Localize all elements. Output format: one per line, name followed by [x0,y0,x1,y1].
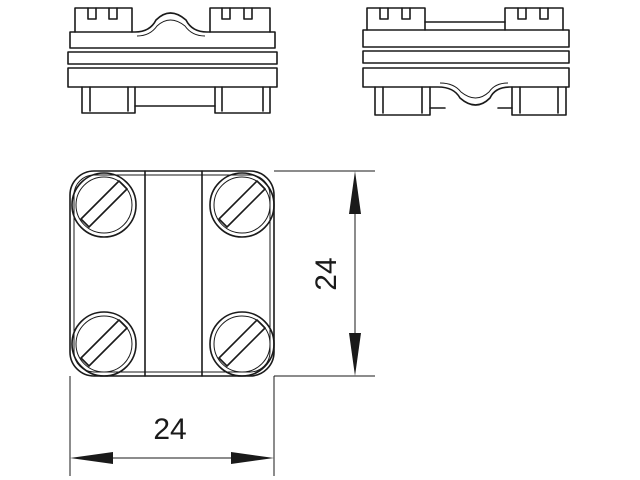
side-top-plate-2 [362,29,570,48]
side-screw-head-right-2 [504,7,564,31]
side-screw-head-left [74,7,133,33]
side-middle-plate [67,51,278,65]
side-screw-head-left-2 [366,7,426,31]
plan-outer-body [69,170,275,377]
side-view-right [362,7,570,116]
dimension-height: 24 [274,170,375,377]
side-lower-plate-2 [362,67,570,106]
plan-view [69,170,275,377]
side-top-plate [69,12,276,49]
side-lower-plate [67,67,278,88]
screw-top-right [209,172,275,238]
side-thread-stubs [81,86,271,114]
side-view-left [67,7,278,114]
side-middle-plate-2 [362,50,570,64]
dimension-width: 24 [69,376,275,476]
screw-top-left [71,172,137,238]
arrowhead-left [70,452,113,464]
arrowhead-down [349,333,361,376]
side-screw-head-right [209,7,271,33]
screw-bottom-left [71,311,137,377]
arrowhead-right [231,452,274,464]
side-thread-stubs-2 [374,86,567,116]
height-dimension-label: 24 [310,257,343,290]
screw-bottom-right [209,311,275,377]
arrowhead-up [349,171,361,214]
width-dimension-label: 24 [153,413,186,446]
